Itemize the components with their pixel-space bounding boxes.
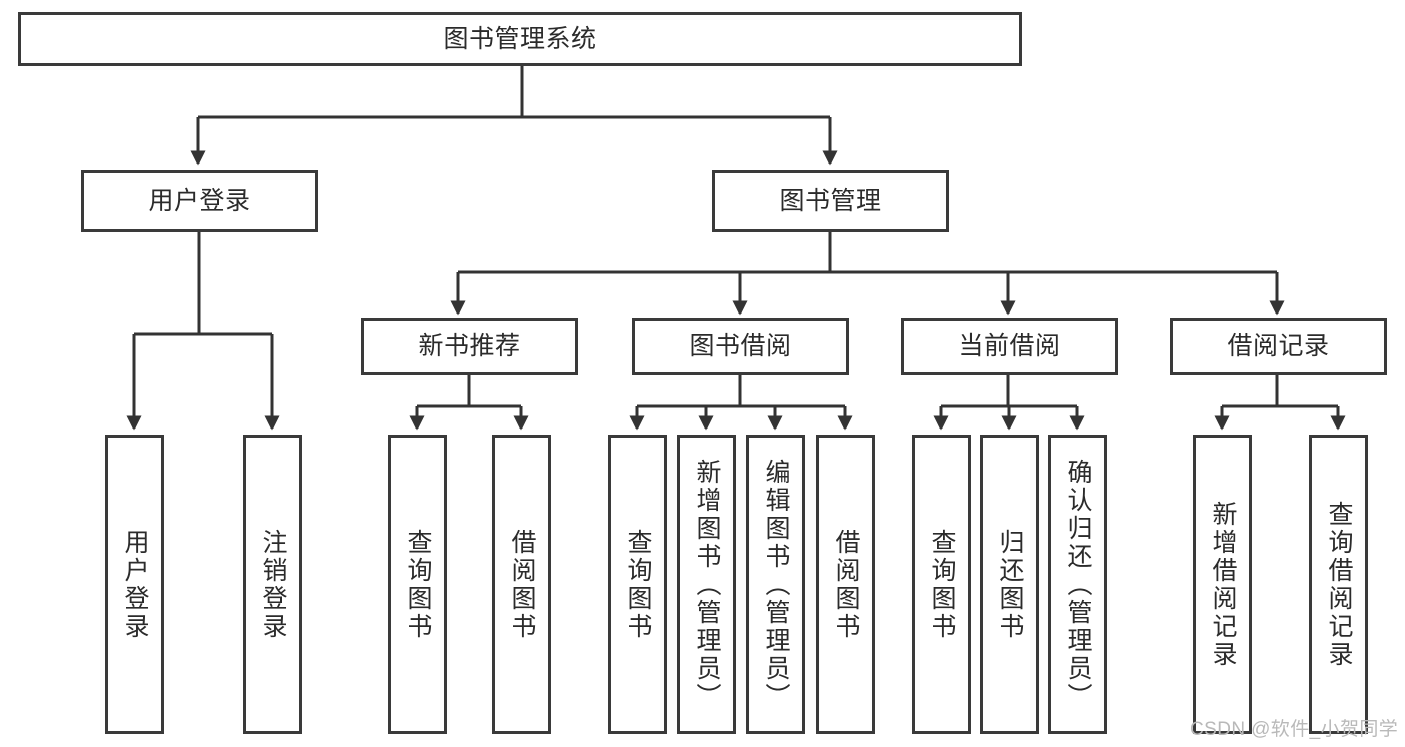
leaf-borrow-record-query[interactable]: 查询借阅记录 bbox=[1309, 435, 1368, 734]
node-root-system-label: 图书管理系统 bbox=[443, 24, 597, 53]
node-book-borrow[interactable]: 图书借阅 bbox=[632, 318, 849, 375]
node-current-borrow-label: 当前借阅 bbox=[958, 332, 1061, 361]
node-book-manage-label: 图书管理 bbox=[779, 186, 882, 215]
leaf-book-borrow-add[interactable]: 新增图书（管理员） bbox=[677, 435, 736, 734]
leaf-book-borrow-query[interactable]: 查询图书 bbox=[608, 435, 667, 734]
leaf-new-book-borrow-label: 借阅图书 bbox=[508, 528, 536, 641]
leaf-current-borrow-query-label: 查询图书 bbox=[928, 528, 956, 641]
leaf-current-borrow-return-label: 归还图书 bbox=[996, 528, 1024, 641]
leaf-user-login-login-label: 用户登录 bbox=[121, 528, 149, 641]
leaf-book-borrow-add-label: 新增图书（管理员） bbox=[693, 458, 721, 711]
node-new-book-recommend-label: 新书推荐 bbox=[418, 332, 521, 361]
leaf-current-borrow-query[interactable]: 查询图书 bbox=[912, 435, 971, 734]
node-borrow-record[interactable]: 借阅记录 bbox=[1170, 318, 1387, 375]
leaf-user-login-logout[interactable]: 注销登录 bbox=[243, 435, 302, 734]
node-book-borrow-label: 图书借阅 bbox=[689, 332, 792, 361]
leaf-book-borrow-query-label: 查询图书 bbox=[624, 528, 652, 641]
leaf-borrow-record-add-label: 新增借阅记录 bbox=[1209, 500, 1237, 669]
leaf-borrow-record-add[interactable]: 新增借阅记录 bbox=[1193, 435, 1252, 734]
leaf-borrow-record-query-label: 查询借阅记录 bbox=[1325, 500, 1353, 669]
leaf-user-login-login[interactable]: 用户登录 bbox=[105, 435, 164, 734]
node-book-manage[interactable]: 图书管理 bbox=[712, 170, 949, 232]
leaf-new-book-borrow[interactable]: 借阅图书 bbox=[492, 435, 551, 734]
leaf-book-borrow-borrow-label: 借阅图书 bbox=[832, 528, 860, 641]
leaf-current-borrow-return[interactable]: 归还图书 bbox=[980, 435, 1039, 734]
node-new-book-recommend[interactable]: 新书推荐 bbox=[361, 318, 578, 375]
node-user-login-label: 用户登录 bbox=[148, 186, 251, 215]
leaf-current-borrow-confirm-label: 确认归还（管理员） bbox=[1064, 458, 1092, 711]
csdn-watermark: CSDN @软件_小贺同学 bbox=[1190, 719, 1399, 740]
leaf-new-book-query-label: 查询图书 bbox=[404, 528, 432, 641]
leaf-current-borrow-confirm[interactable]: 确认归还（管理员） bbox=[1048, 435, 1107, 734]
leaf-book-borrow-borrow[interactable]: 借阅图书 bbox=[816, 435, 875, 734]
node-current-borrow[interactable]: 当前借阅 bbox=[901, 318, 1118, 375]
leaf-book-borrow-edit[interactable]: 编辑图书（管理员） bbox=[746, 435, 805, 734]
leaf-user-login-logout-label: 注销登录 bbox=[259, 528, 287, 641]
node-borrow-record-label: 借阅记录 bbox=[1227, 332, 1330, 361]
node-root-system[interactable]: 图书管理系统 bbox=[18, 12, 1022, 66]
leaf-book-borrow-edit-label: 编辑图书（管理员） bbox=[762, 458, 790, 711]
leaf-new-book-query[interactable]: 查询图书 bbox=[388, 435, 447, 734]
node-user-login[interactable]: 用户登录 bbox=[81, 170, 318, 232]
